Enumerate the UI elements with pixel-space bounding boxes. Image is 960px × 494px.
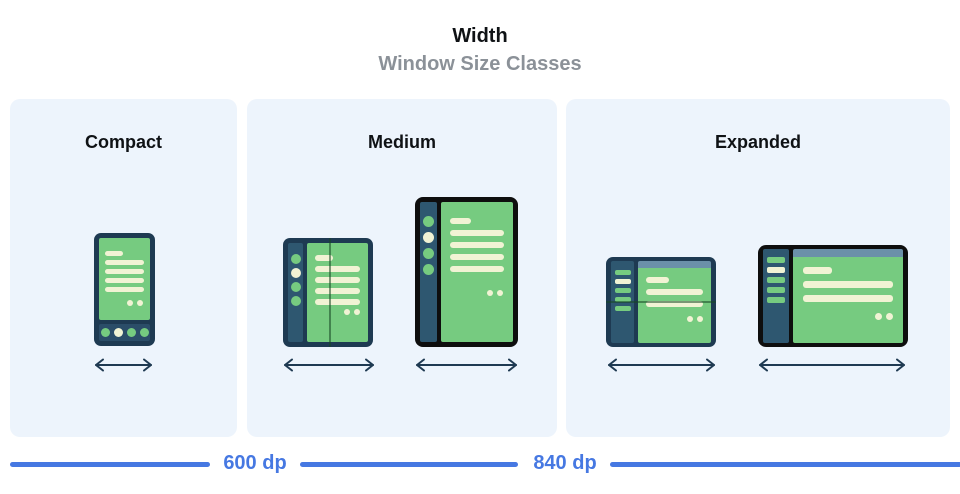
content-line xyxy=(105,251,123,256)
foldable-open-illustration xyxy=(283,238,373,347)
content-line xyxy=(315,266,360,272)
width-arrow-icon xyxy=(284,358,374,372)
page-subtitle: Window Size Classes xyxy=(378,53,582,75)
drawer-item xyxy=(614,279,631,284)
width-arrow-icon xyxy=(416,358,517,372)
content-line xyxy=(315,288,360,294)
rail-dot xyxy=(423,248,434,259)
ruler-line-segment xyxy=(300,462,518,467)
content-line xyxy=(105,269,144,274)
drawer-item xyxy=(614,288,631,293)
page-title: Width xyxy=(452,25,508,47)
breakpoint-label-840dp: 840 dp xyxy=(533,452,597,474)
panel-compact-title: Compact xyxy=(84,132,162,152)
content-line xyxy=(315,255,333,261)
content-line xyxy=(646,289,703,295)
rail-dot xyxy=(290,254,301,264)
content-line xyxy=(315,299,360,305)
content-line xyxy=(105,260,144,265)
content-pane xyxy=(638,261,711,343)
nav-dot xyxy=(100,328,110,337)
drawer-item xyxy=(614,306,631,311)
width-arrow-icon xyxy=(759,358,905,372)
drawer-item xyxy=(614,297,631,302)
content-pane xyxy=(793,249,903,343)
rail-dot xyxy=(290,296,301,306)
panel-medium-title: Medium xyxy=(367,132,436,152)
panel-expanded-title: Expanded xyxy=(714,132,802,152)
panel-compact: Compact xyxy=(10,99,237,437)
panel-medium: Medium xyxy=(247,99,557,437)
content-line xyxy=(450,230,504,236)
content-line xyxy=(646,301,703,307)
ruler-line-segment xyxy=(610,462,960,467)
panel-expanded: Expanded xyxy=(566,99,950,437)
rail-dot xyxy=(423,216,434,227)
nav-rail xyxy=(420,202,437,342)
rail-dot xyxy=(423,232,434,243)
rail-dot xyxy=(290,268,301,278)
nav-dot xyxy=(113,328,123,337)
drawer-item xyxy=(767,267,785,273)
tablet-landscape-illustration xyxy=(758,245,908,347)
action-dots xyxy=(687,316,703,322)
action-dots xyxy=(344,309,360,315)
content-line xyxy=(803,295,893,302)
ruler-line-segment xyxy=(10,462,210,467)
content-line xyxy=(450,266,504,272)
content-line xyxy=(803,281,893,288)
width-arrow-icon xyxy=(608,358,715,372)
tablet-screen xyxy=(441,202,513,342)
content-line xyxy=(105,278,144,283)
content-line xyxy=(105,287,144,292)
drawer-item xyxy=(767,297,785,303)
action-dots xyxy=(127,300,143,306)
top-app-bar xyxy=(638,261,711,268)
phone-portrait-illustration xyxy=(94,233,155,346)
fold-crease xyxy=(606,301,716,303)
content-line xyxy=(803,267,832,274)
foldable-screen xyxy=(307,243,368,342)
drawer-item xyxy=(767,287,785,293)
phone-navbar xyxy=(99,324,150,341)
width-arrow-icon xyxy=(95,358,152,372)
content-line xyxy=(450,218,471,224)
nav-dot xyxy=(139,328,149,337)
foldable-landscape-illustration xyxy=(606,257,716,347)
tablet-screen xyxy=(793,257,903,343)
fold-crease xyxy=(329,238,331,347)
action-dots xyxy=(875,313,893,320)
nav-dot xyxy=(126,328,136,337)
rail-dot xyxy=(290,282,301,292)
nav-drawer xyxy=(763,249,789,343)
phone-screen xyxy=(99,238,150,320)
nav-rail xyxy=(288,243,303,342)
breakpoint-label-600dp: 600 dp xyxy=(223,452,287,474)
content-line xyxy=(646,277,669,283)
top-app-bar xyxy=(793,249,903,257)
content-line xyxy=(450,254,504,260)
drawer-item xyxy=(767,257,785,263)
drawer-item xyxy=(767,277,785,283)
foldable-screen xyxy=(638,268,711,343)
action-dots xyxy=(487,290,503,296)
content-line xyxy=(450,242,504,248)
content-line xyxy=(315,277,360,283)
drawer-item xyxy=(614,270,631,275)
tablet-portrait-illustration xyxy=(415,197,518,347)
rail-dot xyxy=(423,264,434,275)
